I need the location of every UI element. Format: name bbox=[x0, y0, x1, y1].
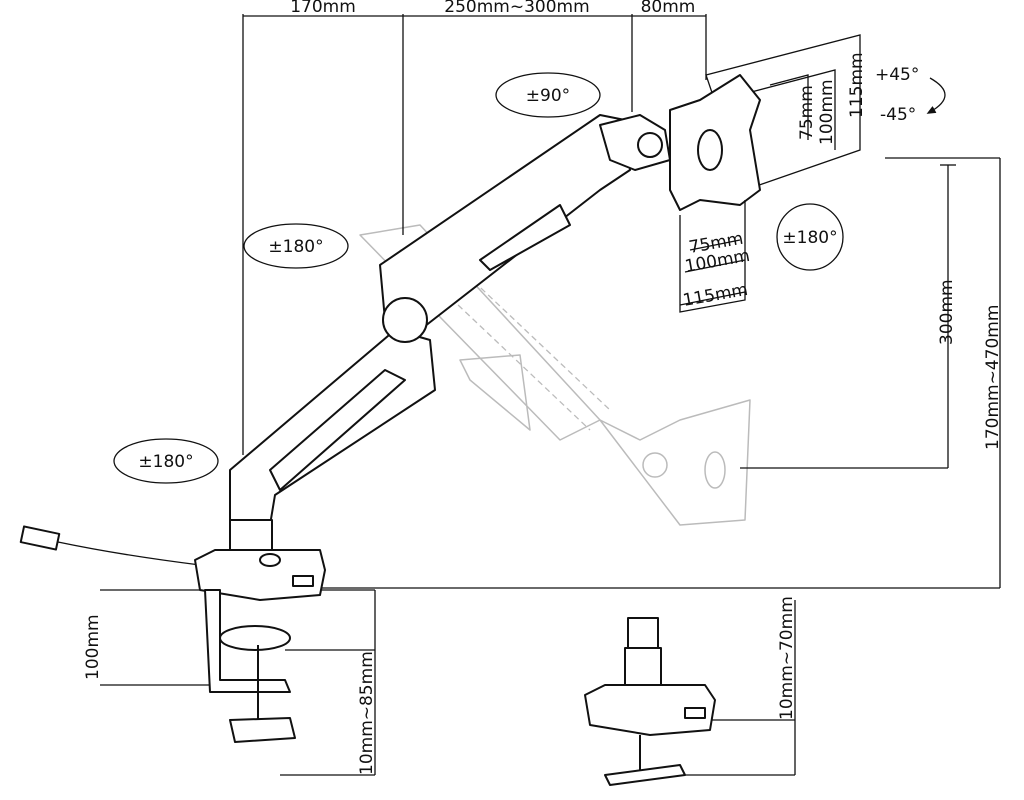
label-10-70mm: 10mm~70mm bbox=[777, 596, 797, 720]
label-vesa-v-115: 115mm bbox=[847, 52, 867, 118]
label-rotate-screen: ±180° bbox=[782, 228, 837, 248]
monitor-arm bbox=[229, 114, 671, 561]
rotation-indicators bbox=[113, 72, 946, 484]
label-10-85mm: 10mm~85mm bbox=[357, 651, 377, 775]
label-vesa-v-100: 100mm bbox=[817, 79, 837, 145]
label-250-300mm: 250mm~300mm bbox=[444, 0, 589, 17]
label-170-470mm: 170mm~470mm bbox=[983, 305, 1003, 450]
label-tilt-down: -45° bbox=[880, 105, 916, 125]
label-vesa-v-75: 75mm bbox=[797, 85, 817, 140]
vesa-plate bbox=[669, 34, 861, 313]
label-80mm: 80mm bbox=[641, 0, 696, 17]
usb-cable bbox=[19, 525, 201, 566]
grommet-base bbox=[584, 617, 716, 786]
label-300mm: 300mm bbox=[937, 279, 957, 345]
desk-base-clamp bbox=[194, 549, 326, 743]
label-rotate-base: ±180° bbox=[138, 452, 193, 472]
label-rotate-elbow: ±180° bbox=[268, 237, 323, 257]
label-tilt-up: +45° bbox=[875, 65, 919, 85]
dimension-lines bbox=[100, 14, 1001, 776]
label-100mm-clamp: 100mm bbox=[83, 614, 103, 680]
label-rotate-90: ±90° bbox=[526, 86, 570, 106]
label-vesa-h-115: 115mm bbox=[681, 280, 749, 311]
label-170mm: 170mm bbox=[290, 0, 356, 17]
